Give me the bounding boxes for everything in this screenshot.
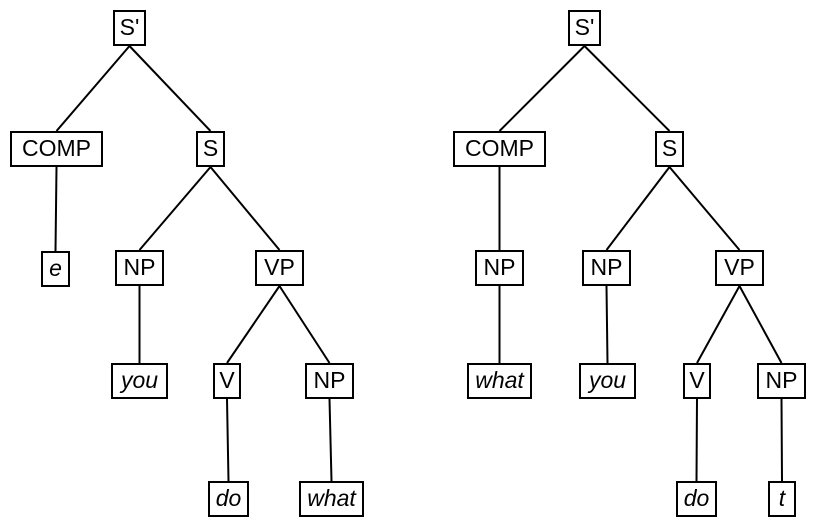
tree-node-label: you	[588, 366, 627, 393]
tree-node-r_sbar: S'	[568, 10, 601, 46]
tree-node-r_vp: VP	[715, 250, 764, 286]
tree-node-l_np1: NP	[115, 250, 164, 286]
tree-node-label: S	[202, 134, 219, 161]
tree-node-label: COMP	[22, 134, 91, 161]
tree-node-label: what	[475, 366, 524, 393]
tree-edge-l_s-to-l_np1	[138, 166, 212, 251]
tree-edge-l_np2-to-l_what	[328, 398, 333, 482]
tree-node-l_np2: NP	[305, 363, 354, 399]
tree-node-r_t: t	[768, 481, 796, 517]
tree-node-label: V	[219, 366, 235, 393]
tree-node-label: e	[49, 254, 62, 281]
tree-node-r_s: S	[655, 131, 684, 167]
tree-edge-r_s-to-r_np1	[605, 166, 671, 251]
tree-node-label: VP	[724, 253, 755, 280]
tree-edge-r_vp-to-r_v	[696, 285, 741, 364]
tree-node-l_s: S	[196, 131, 225, 167]
tree-node-label: NP	[313, 366, 346, 393]
tree-edge-r_np1-to-r_you	[605, 285, 609, 364]
tree-edge-r_vp-to-r_np2	[738, 285, 783, 364]
tree-node-r_do: do	[676, 481, 717, 517]
tree-node-l_do: do	[208, 481, 249, 517]
tree-node-l_vp: VP	[255, 250, 304, 286]
tree-node-label: NP	[123, 253, 156, 280]
tree-node-label: S	[661, 134, 678, 161]
tree-edge-l_comp-to-l_e	[54, 166, 58, 252]
tree-node-r_np1: NP	[582, 250, 631, 286]
tree-node-r_you: you	[579, 363, 636, 399]
tree-node-label: S'	[119, 13, 140, 40]
tree-node-label: VP	[264, 253, 295, 280]
tree-node-label: NP	[765, 366, 798, 393]
tree-edge-l_v-to-l_do	[226, 398, 230, 482]
tree-node-r_np2: NP	[757, 363, 806, 399]
tree-node-label: COMP	[465, 134, 534, 161]
tree-node-r_v: V	[683, 363, 711, 399]
tree-edge-r_s-to-r_vp	[668, 166, 741, 251]
tree-edge-r_np2-to-r_t	[780, 398, 783, 482]
tree-node-r_comp: COMP	[453, 131, 546, 167]
tree-node-label: S'	[574, 13, 595, 40]
tree-edge-l_sbar-to-l_s	[128, 45, 212, 132]
tree-edge-r_v-to-r_do	[695, 398, 698, 482]
tree-node-label: do	[683, 484, 710, 511]
tree-node-r_np0: NP	[475, 250, 524, 286]
tree-node-l_v: V	[213, 363, 241, 399]
tree-node-label: you	[120, 366, 159, 393]
tree-edge-l_vp-to-l_v	[226, 285, 281, 364]
tree-node-label: what	[307, 484, 356, 511]
tree-node-label: V	[689, 366, 705, 393]
tree-node-label: t	[778, 484, 786, 511]
tree-edge-l_vp-to-l_np2	[278, 285, 331, 364]
tree-edge-l_s-to-l_vp	[209, 166, 281, 251]
tree-node-l_what: what	[299, 481, 364, 517]
tree-node-label: NP	[590, 253, 623, 280]
tree-node-r_what: what	[467, 363, 532, 399]
tree-node-label: NP	[483, 253, 516, 280]
tree-node-l_comp: COMP	[10, 131, 103, 167]
tree-edge-l_sbar-to-l_comp	[55, 45, 131, 132]
tree-node-l_e: e	[41, 251, 70, 287]
tree-edge-r_sbar-to-r_comp	[498, 45, 586, 132]
tree-node-label: do	[215, 484, 242, 511]
tree-node-l_sbar: S'	[113, 10, 146, 46]
tree-node-l_you: you	[111, 363, 168, 399]
tree-edge-r_sbar-to-r_s	[583, 45, 671, 132]
